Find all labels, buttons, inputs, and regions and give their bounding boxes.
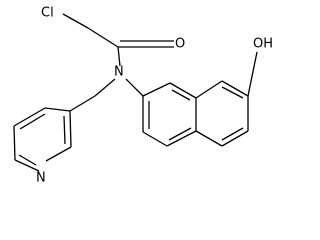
naph-bond-c5-c6 xyxy=(221,130,249,147)
n-substituents xyxy=(69,78,144,112)
pyridine-bond-1-inner xyxy=(63,115,66,145)
naph-bond-c3-c4 xyxy=(166,130,197,147)
pyridine-ring xyxy=(13,107,72,172)
hydroxyl-label: OH xyxy=(253,37,273,52)
bond-c7-oh xyxy=(247,51,258,97)
naph-bond-c2-c3 xyxy=(142,131,168,147)
naph-bond-c7-c8-inner xyxy=(221,86,244,99)
naph-bond-c5-c6-inner xyxy=(221,127,244,141)
naph-bond-c3-c4-inner xyxy=(168,127,192,141)
chlorine-atom-label: Cl xyxy=(41,6,54,21)
naph-bond-c4a-c5 xyxy=(195,130,223,147)
pyridine-bond-5 xyxy=(13,107,46,127)
carbonyl-oxygen-label: O xyxy=(175,37,185,52)
pyridine-nitrogen-label: N xyxy=(36,171,46,186)
naph-bond-c8a-c1 xyxy=(142,82,171,97)
naph-bond-c8a-c4a xyxy=(169,82,197,99)
bond-n-naphthalene xyxy=(125,78,144,97)
naph-bond-c8a-c4a-inner xyxy=(171,89,191,101)
pyridine-bond-4 xyxy=(13,125,16,161)
pyridine-bond-1 xyxy=(69,110,72,148)
pyridine-bond-2 xyxy=(45,146,72,162)
amide-nitrogen-label: N xyxy=(114,65,124,80)
bond-n-ch2 xyxy=(94,78,116,97)
pyridine-bond-6 xyxy=(44,107,71,112)
pyridine-bond-5-inner xyxy=(19,113,46,130)
chloroacetyl-group xyxy=(62,13,174,67)
bond-cl-ch2 xyxy=(62,13,89,29)
bond-carbonyl-n xyxy=(117,46,121,67)
pyridine-bond-3-inner xyxy=(18,154,37,166)
naph-bond-c8-c8a xyxy=(195,80,223,99)
naphthalene-rings xyxy=(142,51,258,147)
pyridine-bond-3 xyxy=(14,159,40,172)
bond-ch2-carbonyl xyxy=(87,27,119,48)
naph-bond-c7-c8 xyxy=(221,80,249,97)
bond-ch2-pyridine xyxy=(69,95,96,112)
chemical-structure-diagram: Cl O N OH N xyxy=(13,6,273,186)
